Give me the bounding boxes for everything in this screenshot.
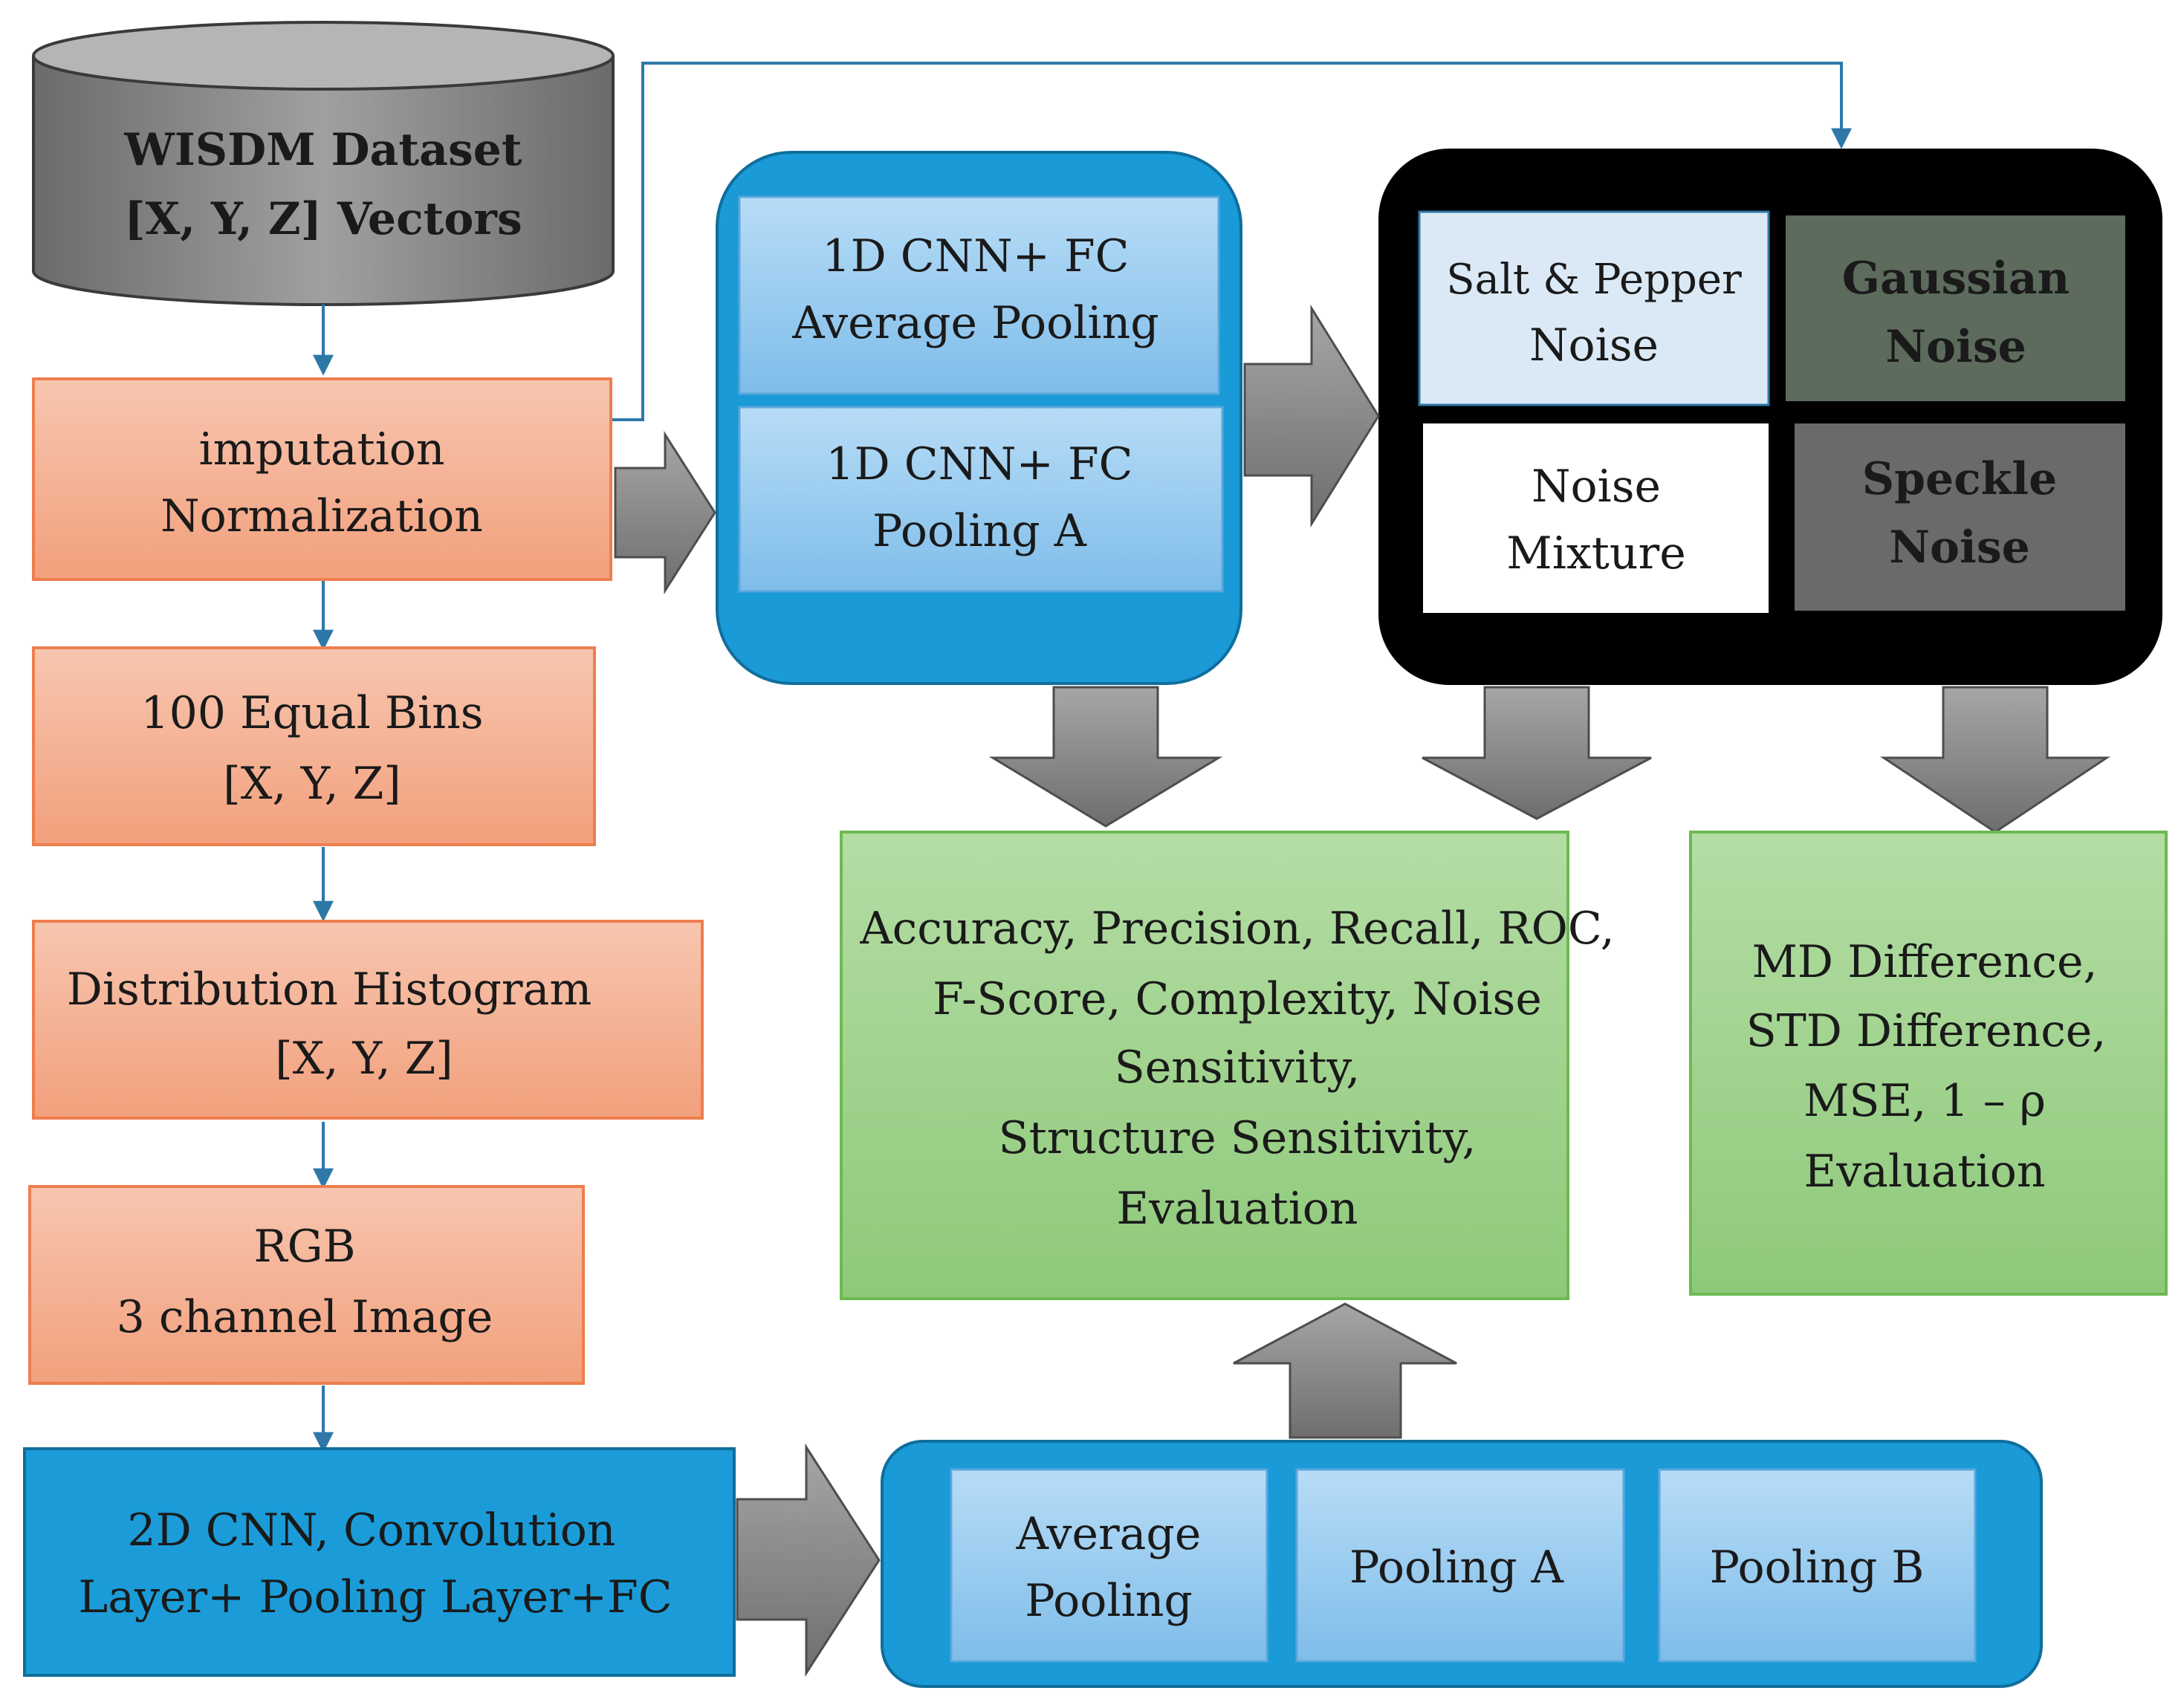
arrow-pooling-to-evaluation	[1233, 1302, 1457, 1439]
bins-axes-label: [X, Y, Z]	[223, 758, 401, 810]
normalization-label: Normalization	[161, 490, 483, 542]
eval-main-line5: Evaluation	[1116, 1183, 1358, 1235]
gaussian-line1: Gaussian	[1842, 253, 2070, 305]
cnn2d-pooling-a-box	[1295, 1468, 1625, 1663]
speckle-line2: Noise	[1889, 522, 2030, 574]
arrow-noise-to-metrics	[1880, 686, 2110, 834]
cnn1d-avg-line1: 1D CNN+ FC	[822, 230, 1129, 282]
salt-pepper-noise-box	[1418, 210, 1770, 406]
cnn1d-average-pooling-box	[738, 195, 1220, 395]
arrow-imputation-to-1dcnn	[614, 430, 716, 595]
speckle-noise-box	[1795, 423, 2125, 611]
cnn2d-pooling-b-box	[1658, 1468, 1977, 1663]
cnn2d-avg-line2: Pooling	[1025, 1575, 1193, 1627]
bins-label: 100 Equal Bins	[140, 687, 483, 739]
arrow-noise-to-evaluation	[1422, 686, 1652, 820]
rgb-channels-label: 3 channel Image	[117, 1291, 493, 1343]
block-arrows	[614, 304, 2110, 1678]
eval-main-line3: Sensitivity,	[1115, 1042, 1361, 1094]
cnn1d-pooling-a-box	[738, 406, 1224, 593]
gaussian-noise-box	[1786, 215, 2125, 401]
imputation-label: imputation	[198, 423, 444, 475]
mixture-line2: Mixture	[1506, 527, 1685, 579]
cnn1d-poolA-line2: Pooling A	[872, 505, 1087, 557]
connectors	[313, 62, 1852, 1453]
evaluation-noise-metrics-box: MD Difference, STD Difference, MSE, 1 – …	[1689, 831, 2168, 1296]
arrow-2dcnn-to-pooling	[736, 1443, 881, 1678]
eval-noise-line4: Evaluation	[1804, 1146, 2045, 1198]
eval-noise-line2: STD Difference,	[1746, 1005, 2107, 1057]
pipeline-step-bins: 100 Equal Bins [X, Y, Z]	[32, 646, 596, 846]
gaussian-line2: Noise	[1885, 321, 2026, 373]
histogram-axes-label: [X, Y, Z]	[275, 1033, 453, 1085]
dataset-cylinder: WISDM Dataset [X, Y, Z] Vectors	[32, 21, 615, 306]
cnn2d-poolB-label: Pooling B	[1710, 1542, 1925, 1594]
eval-noise-line1: MD Difference,	[1751, 936, 2097, 988]
pipeline-step-imputation: imputation Normalization	[32, 377, 612, 581]
salt-pepper-line1: Salt & Pepper	[1446, 256, 1742, 304]
noise-mixture-box	[1423, 423, 1769, 613]
cnn1d-avg-line2: Average Pooling	[791, 297, 1158, 349]
cylinder-top	[32, 21, 615, 91]
dataset-subtitle: [X, Y, Z] Vectors	[124, 193, 522, 245]
rgb-label: RGB	[253, 1221, 355, 1273]
arrow-1dcnn-to-noise	[1243, 304, 1380, 528]
cylinder-body	[32, 56, 615, 306]
cnn2d-label-line1: 2D CNN, Convolution	[127, 1504, 615, 1556]
evaluation-main-box: Accuracy, Precision, Recall, ROC, F-Scor…	[840, 831, 1615, 1300]
cnn1d-container: 1D CNN+ FC Average Pooling 1D CNN+ FC Po…	[716, 151, 1242, 685]
cnn2d-poolA-label: Pooling A	[1349, 1542, 1564, 1594]
cnn2d-pooling-container: Average Pooling Pooling A Pooling B	[881, 1440, 2043, 1688]
eval-noise-line3: MSE, 1 – ρ	[1804, 1075, 2046, 1127]
eval-main-line2: F-Score, Complexity, Noise	[933, 973, 1542, 1025]
speckle-line1: Speckle	[1862, 453, 2058, 505]
mixture-line1: Noise	[1532, 461, 1661, 513]
arrow-1dcnn-to-evaluation	[988, 686, 1223, 828]
cnn2d-average-pooling-box	[950, 1468, 1268, 1663]
salt-pepper-line2: Noise	[1529, 319, 1659, 371]
eval-main-line1: Accuracy, Precision, Recall, ROC,	[859, 903, 1614, 955]
noise-container: Salt & Pepper Noise Gaussian Noise Noise…	[1378, 149, 2162, 685]
cnn2d-avg-line1: Average	[1016, 1508, 1202, 1560]
pipeline-step-histogram: Distribution Histogram [X, Y, Z]	[32, 920, 704, 1120]
connector-imputation-to-noise	[611, 62, 1852, 421]
pipeline-step-2dcnn: 2D CNN, Convolution Layer+ Pooling Layer…	[23, 1447, 736, 1677]
pipeline-step-rgb: RGB 3 channel Image	[28, 1185, 585, 1385]
dataset-title: WISDM Dataset	[123, 124, 522, 176]
cnn2d-label-line2: Layer+ Pooling Layer+FC	[78, 1571, 672, 1623]
eval-main-line4: Structure Sensitivity,	[999, 1112, 1477, 1164]
cnn1d-poolA-line1: 1D CNN+ FC	[826, 438, 1132, 490]
histogram-label: Distribution Histogram	[67, 964, 592, 1016]
